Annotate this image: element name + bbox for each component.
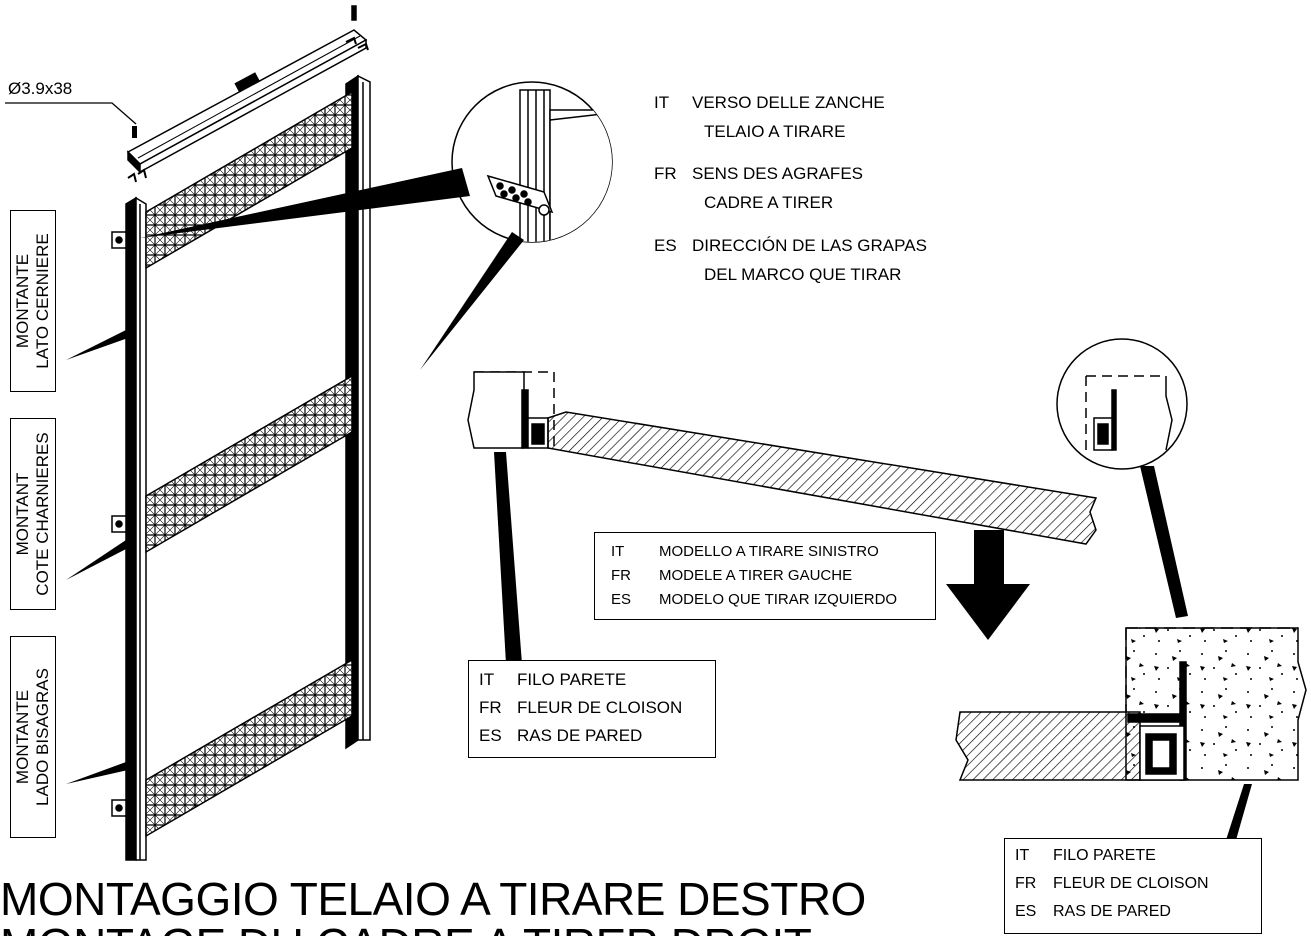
wall-flush-leader-right [1226, 784, 1252, 840]
pull-direction-arrow [946, 530, 1030, 640]
screw-leader [5, 102, 137, 138]
side-label-leaders [66, 330, 128, 784]
clip-note-it-2: TELAIO A TIRARE [704, 122, 846, 141]
top-crossbar [126, 5, 369, 183]
detail-circle-clips [140, 81, 613, 370]
page-title: MONTAGGIO TELAIO A TIRARE DESTRO [0, 873, 866, 925]
page-subtitle: MONTAGE DU CADRE A TIRER DROIT [0, 920, 811, 936]
clip-note-es-2: DEL MARCO QUE TIRAR [704, 265, 902, 284]
left-upright [111, 196, 147, 861]
detail-circle-wall [1056, 338, 1188, 618]
mesh-panels [145, 90, 353, 838]
section-right-wall [955, 627, 1307, 781]
section-left-wall [467, 371, 1098, 545]
wall-flush-leader-left [494, 452, 522, 664]
clip-note-fr-2: CADRE A TIRER [704, 193, 834, 212]
screw-size-label: Ø3.9x38 [8, 79, 73, 98]
